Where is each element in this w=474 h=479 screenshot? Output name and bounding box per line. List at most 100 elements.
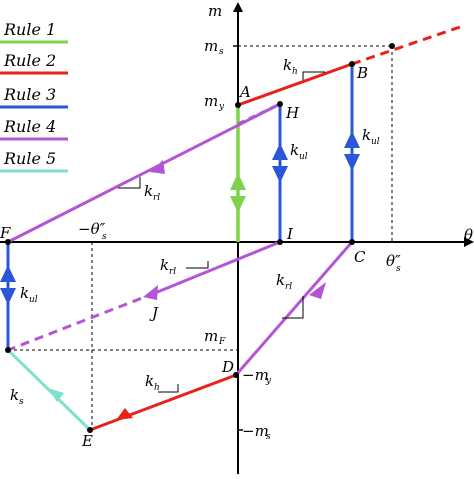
label-kh-bottom: k (145, 372, 154, 390)
tick-label-my: m (204, 92, 218, 110)
rule-4-segment-middle (154, 240, 281, 295)
rule-4-dash-lower (7, 291, 156, 352)
legend-item-rule-4: Rule 4 (0, 117, 68, 141)
rule-3-left-arrow-down (0, 288, 16, 305)
point-E (87, 427, 93, 433)
label-ks-sub: s (19, 397, 24, 407)
tick-label-mF: m (204, 327, 218, 345)
rule-2-arrow-bottom (116, 408, 133, 420)
label-kh-bottom-sub: h (154, 383, 160, 393)
tick-ms: m s (204, 37, 238, 57)
point-D (233, 372, 239, 378)
label-A: A (238, 83, 251, 101)
legend-item-rule-5: Rule 5 (0, 149, 68, 173)
point-H (277, 101, 283, 107)
tick-labels: m s m y m F −m y −m s θ″ s −θ″ s (78, 37, 401, 442)
slope-triangle-kh-bottom (158, 384, 179, 393)
label-B: B (356, 64, 368, 82)
tick-neg-ms: −m s (238, 422, 271, 442)
rule-5-arrow (48, 388, 64, 402)
tick-my: m y (204, 92, 225, 112)
tick-label-theta-s-sub: s (396, 264, 401, 274)
point-I (277, 239, 283, 245)
rule-3-right-arrow-up (344, 131, 360, 148)
rule-2-path (89, 25, 461, 432)
tick-label-neg-ms-sub: s (266, 432, 271, 442)
label-kul-right-sub: ul (371, 137, 380, 147)
label-H: H (285, 104, 300, 122)
legend-item-rule-2: Rule 2 (0, 51, 68, 75)
tick-neg-my: −m y (242, 366, 272, 386)
tick-theta-s: θ″ s (386, 252, 401, 274)
rule-4-segment-right (234, 241, 354, 376)
legend-label-rule-3: Rule 3 (3, 85, 56, 104)
label-ks: k (10, 386, 19, 404)
label-krl-upper: k (144, 182, 153, 200)
rule-5-path (6, 348, 92, 432)
label-C: C (354, 248, 366, 266)
tick-label-my-sub: y (218, 102, 225, 112)
point-F (5, 239, 11, 245)
point-labels: A B C D E F H I J (0, 64, 368, 450)
stiffness-labels: k h k h k rl k rl k rl k ul k ul k ul k … (10, 56, 380, 407)
label-kh-top: k (283, 56, 292, 74)
legend-item-rule-1: Rule 1 (0, 20, 68, 44)
rule-2-segment-top (237, 62, 353, 107)
rule-4-segment-upper (7, 102, 281, 244)
point-A (235, 102, 241, 108)
tick-neg-theta-s: −θ″ s (78, 220, 107, 242)
label-krl-right-sub: rl (285, 282, 292, 292)
label-D: D (221, 358, 234, 376)
rule-1-path (230, 105, 246, 242)
rule-3-center-arrow-up (272, 143, 288, 160)
tick-label-neg-ms: −m (242, 422, 269, 440)
rule-2-segment-bottom (89, 373, 237, 432)
label-I: I (286, 225, 294, 243)
point-lower-left (5, 347, 11, 353)
label-krl-right: k (276, 271, 285, 289)
label-kul-center-sub: ul (299, 152, 308, 162)
rule-4-arrow-right (309, 282, 326, 299)
slope-triangle-krl-upper (118, 177, 141, 189)
label-krl-middle: k (160, 256, 169, 274)
point-ms-theta (389, 43, 395, 49)
legend-label-rule-5: Rule 5 (3, 149, 56, 168)
rule-3-right-arrow-down (344, 154, 360, 171)
legend: Rule 1 Rule 2 Rule 3 Rule 4 Rule 5 (0, 20, 68, 173)
label-J: J (149, 304, 159, 322)
x-axis-label: θ (464, 226, 473, 244)
label-kul-center: k (290, 141, 299, 159)
rule-4-arrow-upper (150, 160, 165, 174)
rule-4-dash-upper (237, 102, 281, 126)
legend-label-rule-4: Rule 4 (3, 117, 56, 136)
rule-3-left-arrow-up (0, 265, 16, 282)
legend-item-rule-3: Rule 3 (0, 85, 68, 109)
rule-3-path (0, 64, 360, 350)
tick-label-ms: m (204, 37, 218, 55)
legend-label-rule-1: Rule 1 (3, 20, 56, 39)
rule-4-arrow-middle (143, 285, 158, 300)
label-kul-left-sub: ul (29, 295, 38, 305)
legend-label-rule-2: Rule 2 (3, 51, 56, 70)
y-axis-label: m (208, 2, 222, 20)
points (5, 43, 395, 433)
label-E: E (81, 432, 93, 450)
rule-1-arrow-down (230, 196, 246, 213)
rule-4-path (7, 102, 354, 376)
tick-mF: m F (204, 327, 226, 347)
tick-label-theta-s: θ″ (386, 252, 401, 270)
rule-3-center-arrow-down (272, 166, 288, 183)
label-kul-left: k (20, 284, 29, 302)
point-B (349, 61, 355, 67)
label-F: F (0, 224, 11, 242)
label-krl-upper-sub: rl (153, 193, 160, 203)
tick-label-neg-theta-s-sub: s (102, 232, 107, 242)
slope-triangle-krl-middle (186, 261, 209, 269)
slope-triangle-kh-top (302, 71, 325, 80)
tick-label-neg-theta-s: −θ″ (78, 220, 106, 238)
label-kul-right: k (362, 126, 371, 144)
label-krl-middle-sub: rl (169, 267, 176, 277)
point-C (349, 239, 355, 245)
